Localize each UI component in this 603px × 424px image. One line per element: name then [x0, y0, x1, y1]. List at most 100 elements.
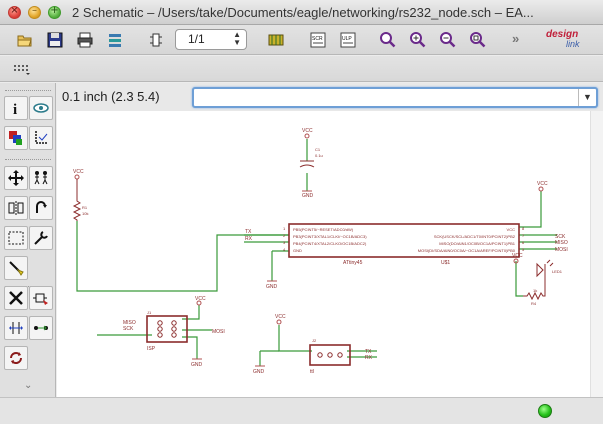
ic-left-pin-number: 2 [283, 233, 286, 238]
rotate-icon[interactable] [29, 196, 53, 220]
ic-pin-pb0: MOSI(DI/SDA/AIN0/OC0A/~OC1A/AREF/PCINT0)… [418, 248, 516, 253]
vcc-symbol-r1 [74, 174, 80, 180]
group-icon[interactable] [4, 226, 28, 250]
zoom-button[interactable]: + [48, 5, 61, 19]
parameter-toolbar [0, 56, 603, 82]
net-reset [76, 221, 289, 292]
ic-left-pin-number: 4 [283, 247, 286, 252]
net-label-tx: TX [245, 229, 252, 235]
ic-attiny45[interactable]: ATtiny45 U$1 1 2 3 4 8 7 6 5 PB5(PCINT5/… [283, 223, 525, 266]
zoom-out-icon[interactable] [437, 29, 459, 51]
gnd-label: GND [266, 284, 278, 290]
resistor-r4[interactable]: 1k R4 [523, 271, 546, 306]
add-icon[interactable] [29, 286, 53, 310]
close-button[interactable]: × [8, 5, 21, 19]
show-icon[interactable] [29, 96, 53, 120]
r1-ref: R1 [82, 205, 88, 210]
zoom-fit-icon[interactable] [377, 29, 399, 51]
zoom-select-icon[interactable] [467, 29, 489, 51]
supplies [74, 133, 544, 367]
net-gnd-ic [271, 250, 289, 281]
net-label-mosi: MOSI [555, 247, 568, 253]
status-bar [0, 397, 603, 424]
net-label-miso: MISO [123, 320, 136, 326]
r4-ref: R4 [531, 301, 537, 306]
isp-header[interactable]: J1 ISP [146, 310, 188, 352]
schematic-canvas[interactable]: VCC VCC VCC VCC VCC VCC GND GND GND GND … [57, 111, 603, 397]
toolbar-overflow-button[interactable]: » [512, 31, 520, 46]
print-icon[interactable] [74, 29, 96, 51]
mirror-icon[interactable] [4, 196, 28, 220]
ttl-name: ttl [310, 369, 314, 375]
history-dropdown-icon[interactable]: ▼ [578, 89, 596, 106]
ttl-header[interactable]: J2 ttl [309, 338, 351, 375]
vcc-label: VCC [537, 181, 548, 187]
designlink-logo[interactable]: design link [546, 29, 580, 49]
vcc-label: VCC [302, 128, 313, 134]
vertical-scroll-track[interactable] [590, 111, 603, 397]
net-label-sck: SCK [123, 326, 134, 332]
vcc-label: VCC [512, 253, 523, 259]
info-icon[interactable]: i [4, 96, 28, 120]
net-isp-vcc [182, 305, 200, 320]
status-led-icon[interactable] [538, 404, 552, 418]
svg-text:SCR: SCR [312, 36, 323, 42]
command-line[interactable]: ▼ [192, 87, 598, 108]
gnd-label: GND [253, 369, 265, 375]
save-icon[interactable] [44, 29, 66, 51]
change-icon[interactable] [29, 226, 53, 250]
net-ttl-gnd [259, 350, 279, 366]
net-labels: TX RX SCK MISO MOSI MISO SCK MOSI TX RX [123, 229, 568, 361]
tool-palette: i ⌄ [0, 83, 56, 397]
r4-value: 1k [533, 288, 537, 293]
vcc-symbol-ttl [276, 319, 282, 325]
palette-more-icon[interactable]: ⌄ [24, 380, 33, 391]
resistor-r1[interactable]: R1 10k [72, 179, 88, 221]
command-input[interactable] [194, 89, 564, 105]
ulp-icon[interactable]: ULP [337, 29, 359, 51]
vcc-symbol-isp [196, 300, 202, 306]
vcc-label: VCC [195, 296, 206, 302]
minimize-button[interactable]: – [28, 5, 41, 19]
copy-icon[interactable] [29, 166, 53, 190]
vcc-symbol-ic [538, 186, 544, 192]
vcc-label: VCC [73, 169, 84, 175]
move-icon[interactable] [4, 166, 28, 190]
led1[interactable]: LED1 [536, 259, 563, 278]
sheet-value: 1/1 [188, 32, 205, 46]
zoom-in-icon[interactable] [407, 29, 429, 51]
ic-right-pin-number: 6 [522, 240, 525, 245]
ic-right-pin-number: 8 [522, 226, 525, 231]
mark-icon[interactable] [29, 126, 53, 150]
ic-pin-vcc: VCC [507, 227, 516, 232]
isp-ref: J1 [147, 310, 152, 315]
capacitor-c1[interactable]: C1 0.1u [299, 147, 323, 168]
open-icon[interactable] [14, 29, 36, 51]
ic-left-pin-number: 3 [283, 240, 286, 245]
cam-icon[interactable] [104, 29, 126, 51]
ic-right-pin-number: 5 [522, 247, 525, 252]
sheet-select[interactable]: 1/1 ▲▼ [175, 29, 247, 50]
palette-divider [5, 159, 51, 160]
schematic-drawing[interactable]: VCC VCC VCC VCC VCC VCC GND GND GND GND … [57, 111, 603, 397]
ic-right-pin-number: 7 [522, 233, 525, 238]
delete-icon[interactable] [4, 286, 28, 310]
net-led [515, 261, 523, 297]
grid-icon[interactable] [10, 58, 32, 80]
display-icon[interactable] [4, 126, 28, 150]
net-isp-gnd [182, 336, 198, 359]
gnd-label: GND [302, 193, 314, 199]
paste-icon[interactable] [4, 256, 28, 280]
board-switch-icon[interactable] [145, 29, 167, 51]
gateswap-icon[interactable] [29, 316, 53, 340]
ic-pin-pb3: PB3(PCINT3/XTAL1/CLKI/~OC1B/ADC3) [293, 234, 367, 239]
replace-icon[interactable] [4, 346, 28, 370]
script-icon[interactable]: SCR [307, 29, 329, 51]
net-vcc-ic [519, 191, 542, 228]
ic-name: ATtiny45 [343, 260, 363, 266]
pinswap-icon[interactable] [4, 316, 28, 340]
board-icon[interactable] [265, 29, 287, 51]
ic-pin-pb4: PB4(PCINT4/XTAL2/CLKO/OC1B/ADC2) [293, 241, 367, 246]
ic-body [288, 223, 520, 258]
supply-labels: VCC VCC VCC VCC VCC VCC GND GND GND GND [73, 128, 548, 375]
